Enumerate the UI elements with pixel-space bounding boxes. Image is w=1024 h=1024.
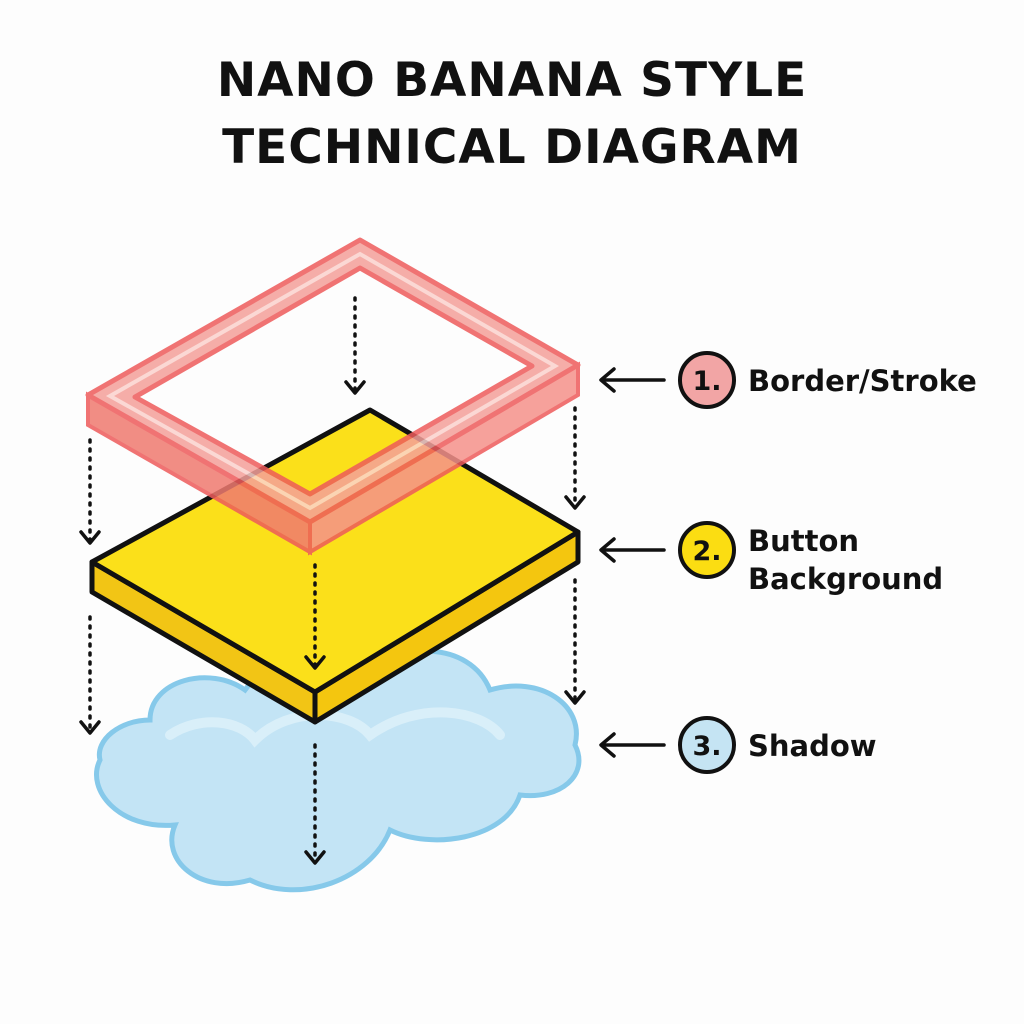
label-text: Shadow <box>748 729 877 763</box>
number-badge <box>678 351 736 409</box>
dotted-arrow <box>79 438 101 545</box>
dotted-arrow <box>564 406 586 510</box>
dotted-arrow <box>344 296 366 395</box>
label-number: 2. <box>692 536 721 567</box>
label-border-stroke: 1. Border/Stroke <box>599 351 977 409</box>
dotted-arrow <box>79 615 101 735</box>
label-text-line-1: Button <box>748 524 859 558</box>
title-line-1: NANO BANANA STYLE <box>217 53 807 108</box>
label-number: 1. <box>692 366 721 397</box>
number-badge <box>678 716 736 774</box>
label-shadow: 3. Shadow <box>599 716 877 774</box>
button-background-slab <box>89 407 581 725</box>
border-stroke-frame <box>85 237 581 556</box>
dotted-arrow <box>304 743 326 865</box>
dotted-arrow <box>564 578 586 705</box>
label-number: 3. <box>692 731 721 762</box>
label-text: Border/Stroke <box>748 364 977 398</box>
label-text-line-2: Background <box>748 562 943 596</box>
dotted-arrow <box>304 563 326 670</box>
label-button-background: 2. Button Background <box>599 521 943 596</box>
dotted-arrows <box>79 296 586 865</box>
number-badge <box>678 521 736 579</box>
title-line-2: TECHNICAL DIAGRAM <box>222 120 802 175</box>
